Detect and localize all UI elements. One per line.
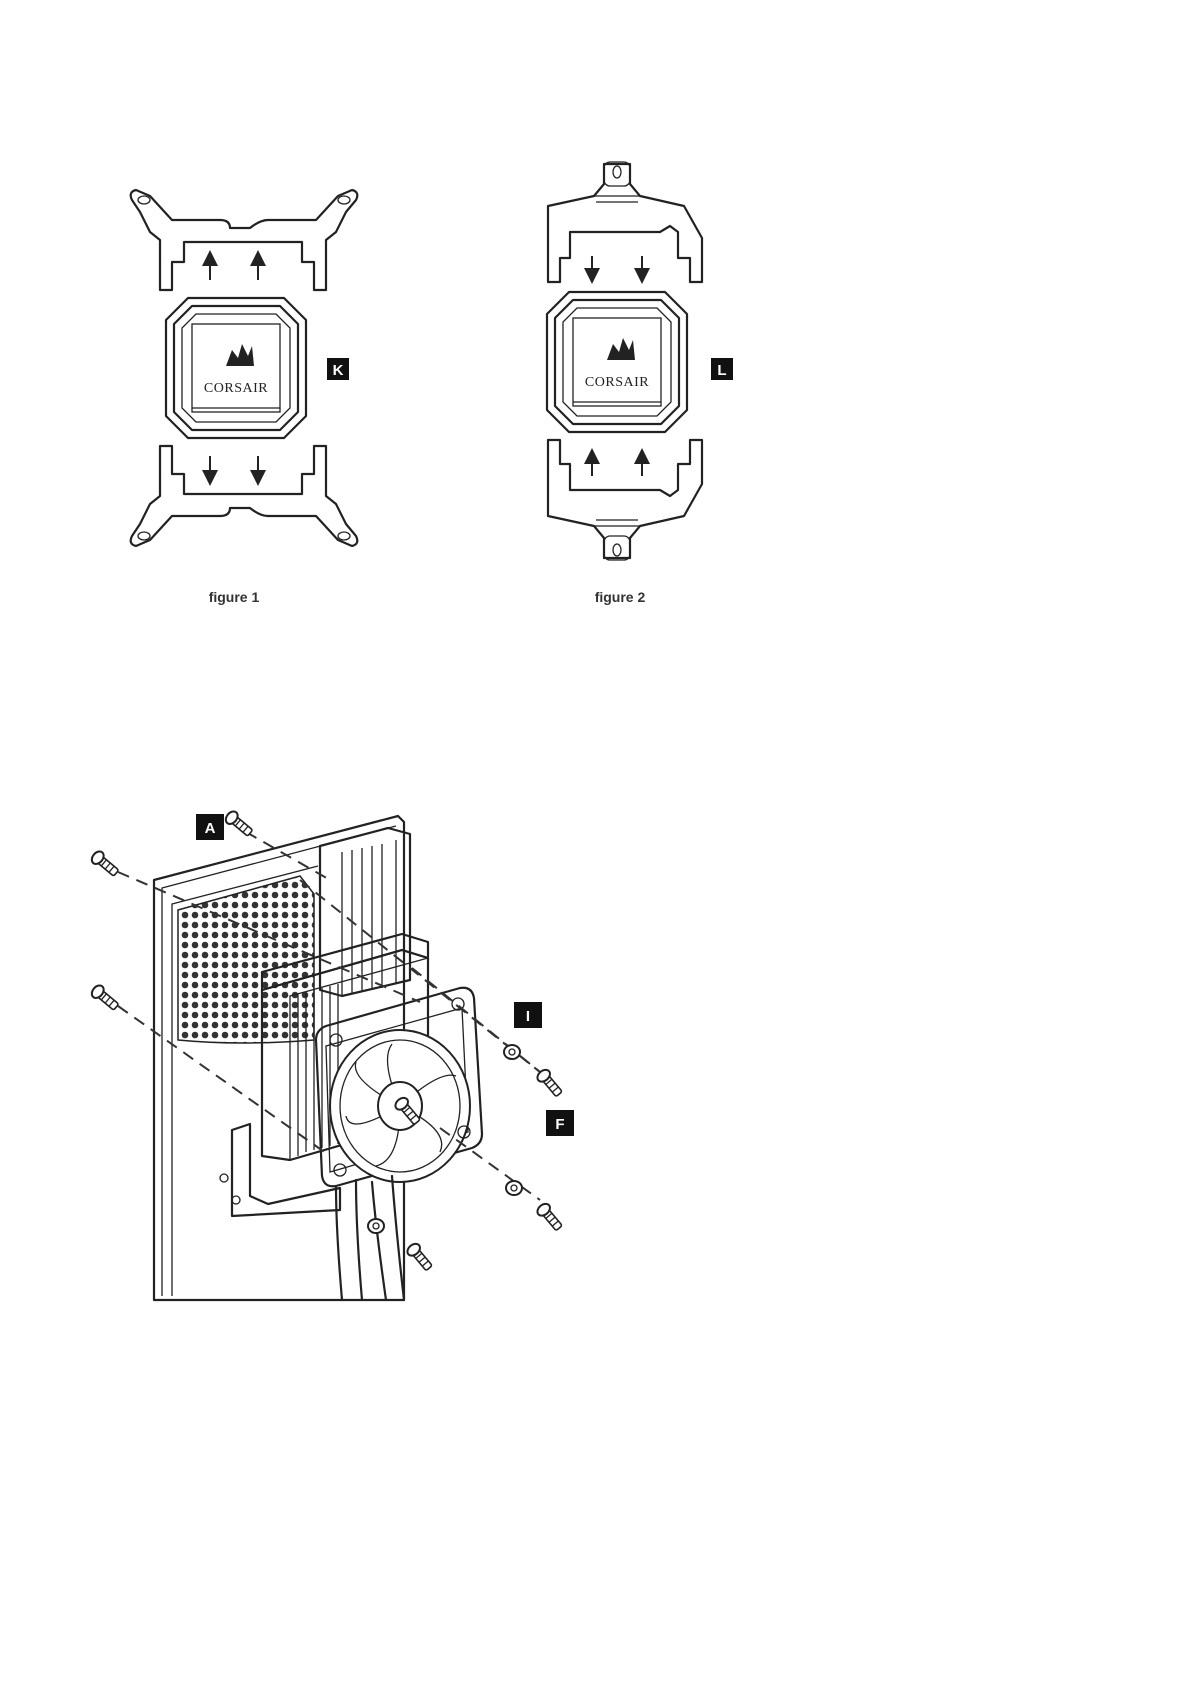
- install-label-a: A: [205, 820, 216, 837]
- installation-diagram: A I F: [89, 809, 574, 1300]
- figure-2-label: L: [717, 362, 726, 379]
- install-label-f: F: [555, 1116, 564, 1133]
- figure-1-diagram: CORSAIR K figure 1: [131, 190, 358, 605]
- figure-2-caption: figure 2: [595, 589, 646, 605]
- figure-1-caption: figure 1: [209, 589, 260, 605]
- figure-1-label: K: [333, 362, 344, 379]
- figure-2-diagram: CORSAIR L figure 2: [547, 162, 733, 605]
- figure-2-brand: CORSAIR: [585, 375, 649, 390]
- figure-1-brand: CORSAIR: [204, 381, 268, 396]
- install-label-i: I: [526, 1008, 530, 1025]
